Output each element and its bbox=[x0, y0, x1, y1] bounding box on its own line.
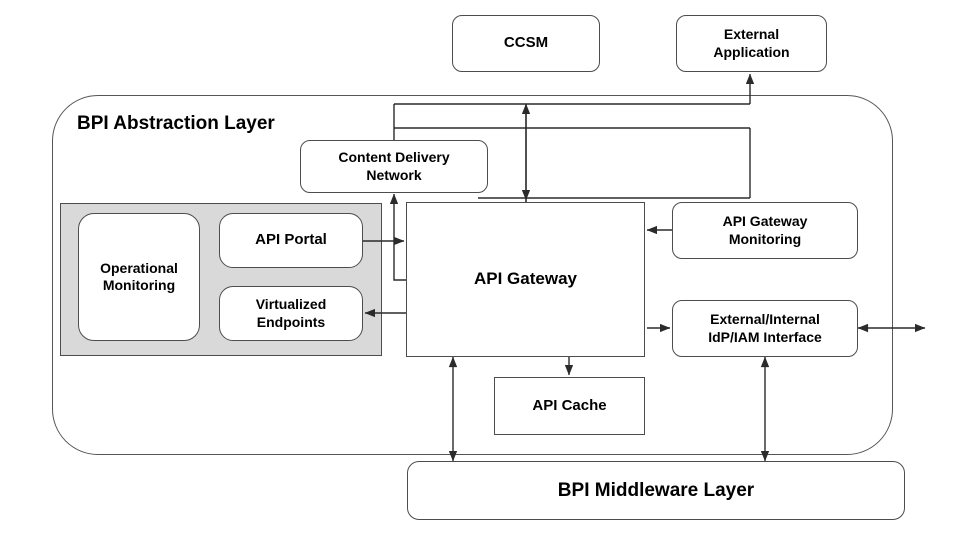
node-operational-monitoring-label: Operational Monitoring bbox=[100, 260, 178, 294]
node-virtualized-endpoints-line2: Endpoints bbox=[256, 313, 326, 330]
node-external-application-label: External Application bbox=[713, 26, 789, 60]
node-api-gateway-monitoring-line2: Monitoring bbox=[728, 230, 802, 247]
node-api-gateway-monitoring[interactable]: API Gateway Monitoring bbox=[672, 202, 858, 259]
node-cdn-line2: Network bbox=[366, 166, 422, 183]
node-operational-monitoring[interactable]: Operational Monitoring bbox=[78, 213, 200, 341]
node-bpi-middleware-layer-label: BPI Middleware Layer bbox=[557, 479, 755, 501]
node-cdn-label: Content Delivery Network bbox=[338, 149, 449, 183]
bpi-abstraction-layer-container bbox=[52, 95, 893, 455]
node-api-portal[interactable]: API Portal bbox=[219, 213, 363, 268]
node-idp-iam-line1: External/Internal bbox=[710, 311, 820, 328]
node-operational-monitoring-line1: Operational bbox=[100, 259, 178, 276]
node-api-portal-label: API Portal bbox=[255, 231, 327, 249]
node-virtualized-endpoints[interactable]: Virtualized Endpoints bbox=[219, 286, 363, 341]
node-api-cache-label: API Cache bbox=[532, 396, 607, 414]
node-external-application-line2: Application bbox=[713, 43, 790, 60]
node-api-cache[interactable]: API Cache bbox=[494, 377, 645, 435]
node-virtualized-endpoints-label: Virtualized Endpoints bbox=[256, 296, 327, 330]
node-operational-monitoring-line2: Monitoring bbox=[102, 277, 176, 293]
bpi-abstraction-layer-title: BPI Abstraction Layer bbox=[77, 113, 275, 134]
node-idp-iam-interface-label: External/Internal IdP/IAM Interface bbox=[708, 311, 822, 345]
node-api-gateway[interactable]: API Gateway bbox=[406, 202, 645, 357]
node-api-gateway-monitoring-line1: API Gateway bbox=[722, 213, 808, 230]
node-content-delivery-network[interactable]: Content Delivery Network bbox=[300, 140, 488, 193]
node-ccsm-label: CCSM bbox=[503, 34, 549, 52]
node-external-application[interactable]: External Application bbox=[676, 15, 827, 72]
node-bpi-middleware-layer[interactable]: BPI Middleware Layer bbox=[407, 461, 905, 520]
node-idp-iam-interface[interactable]: External/Internal IdP/IAM Interface bbox=[672, 300, 858, 357]
node-external-application-line1: External bbox=[723, 26, 780, 43]
node-ccsm[interactable]: CCSM bbox=[452, 15, 600, 72]
node-virtualized-endpoints-line1: Virtualized bbox=[255, 296, 327, 313]
node-idp-iam-line2: IdP/IAM Interface bbox=[708, 328, 822, 345]
node-api-gateway-monitoring-label: API Gateway Monitoring bbox=[723, 213, 808, 247]
node-cdn-line1: Content Delivery bbox=[338, 149, 450, 166]
node-api-gateway-label: API Gateway bbox=[474, 269, 577, 289]
